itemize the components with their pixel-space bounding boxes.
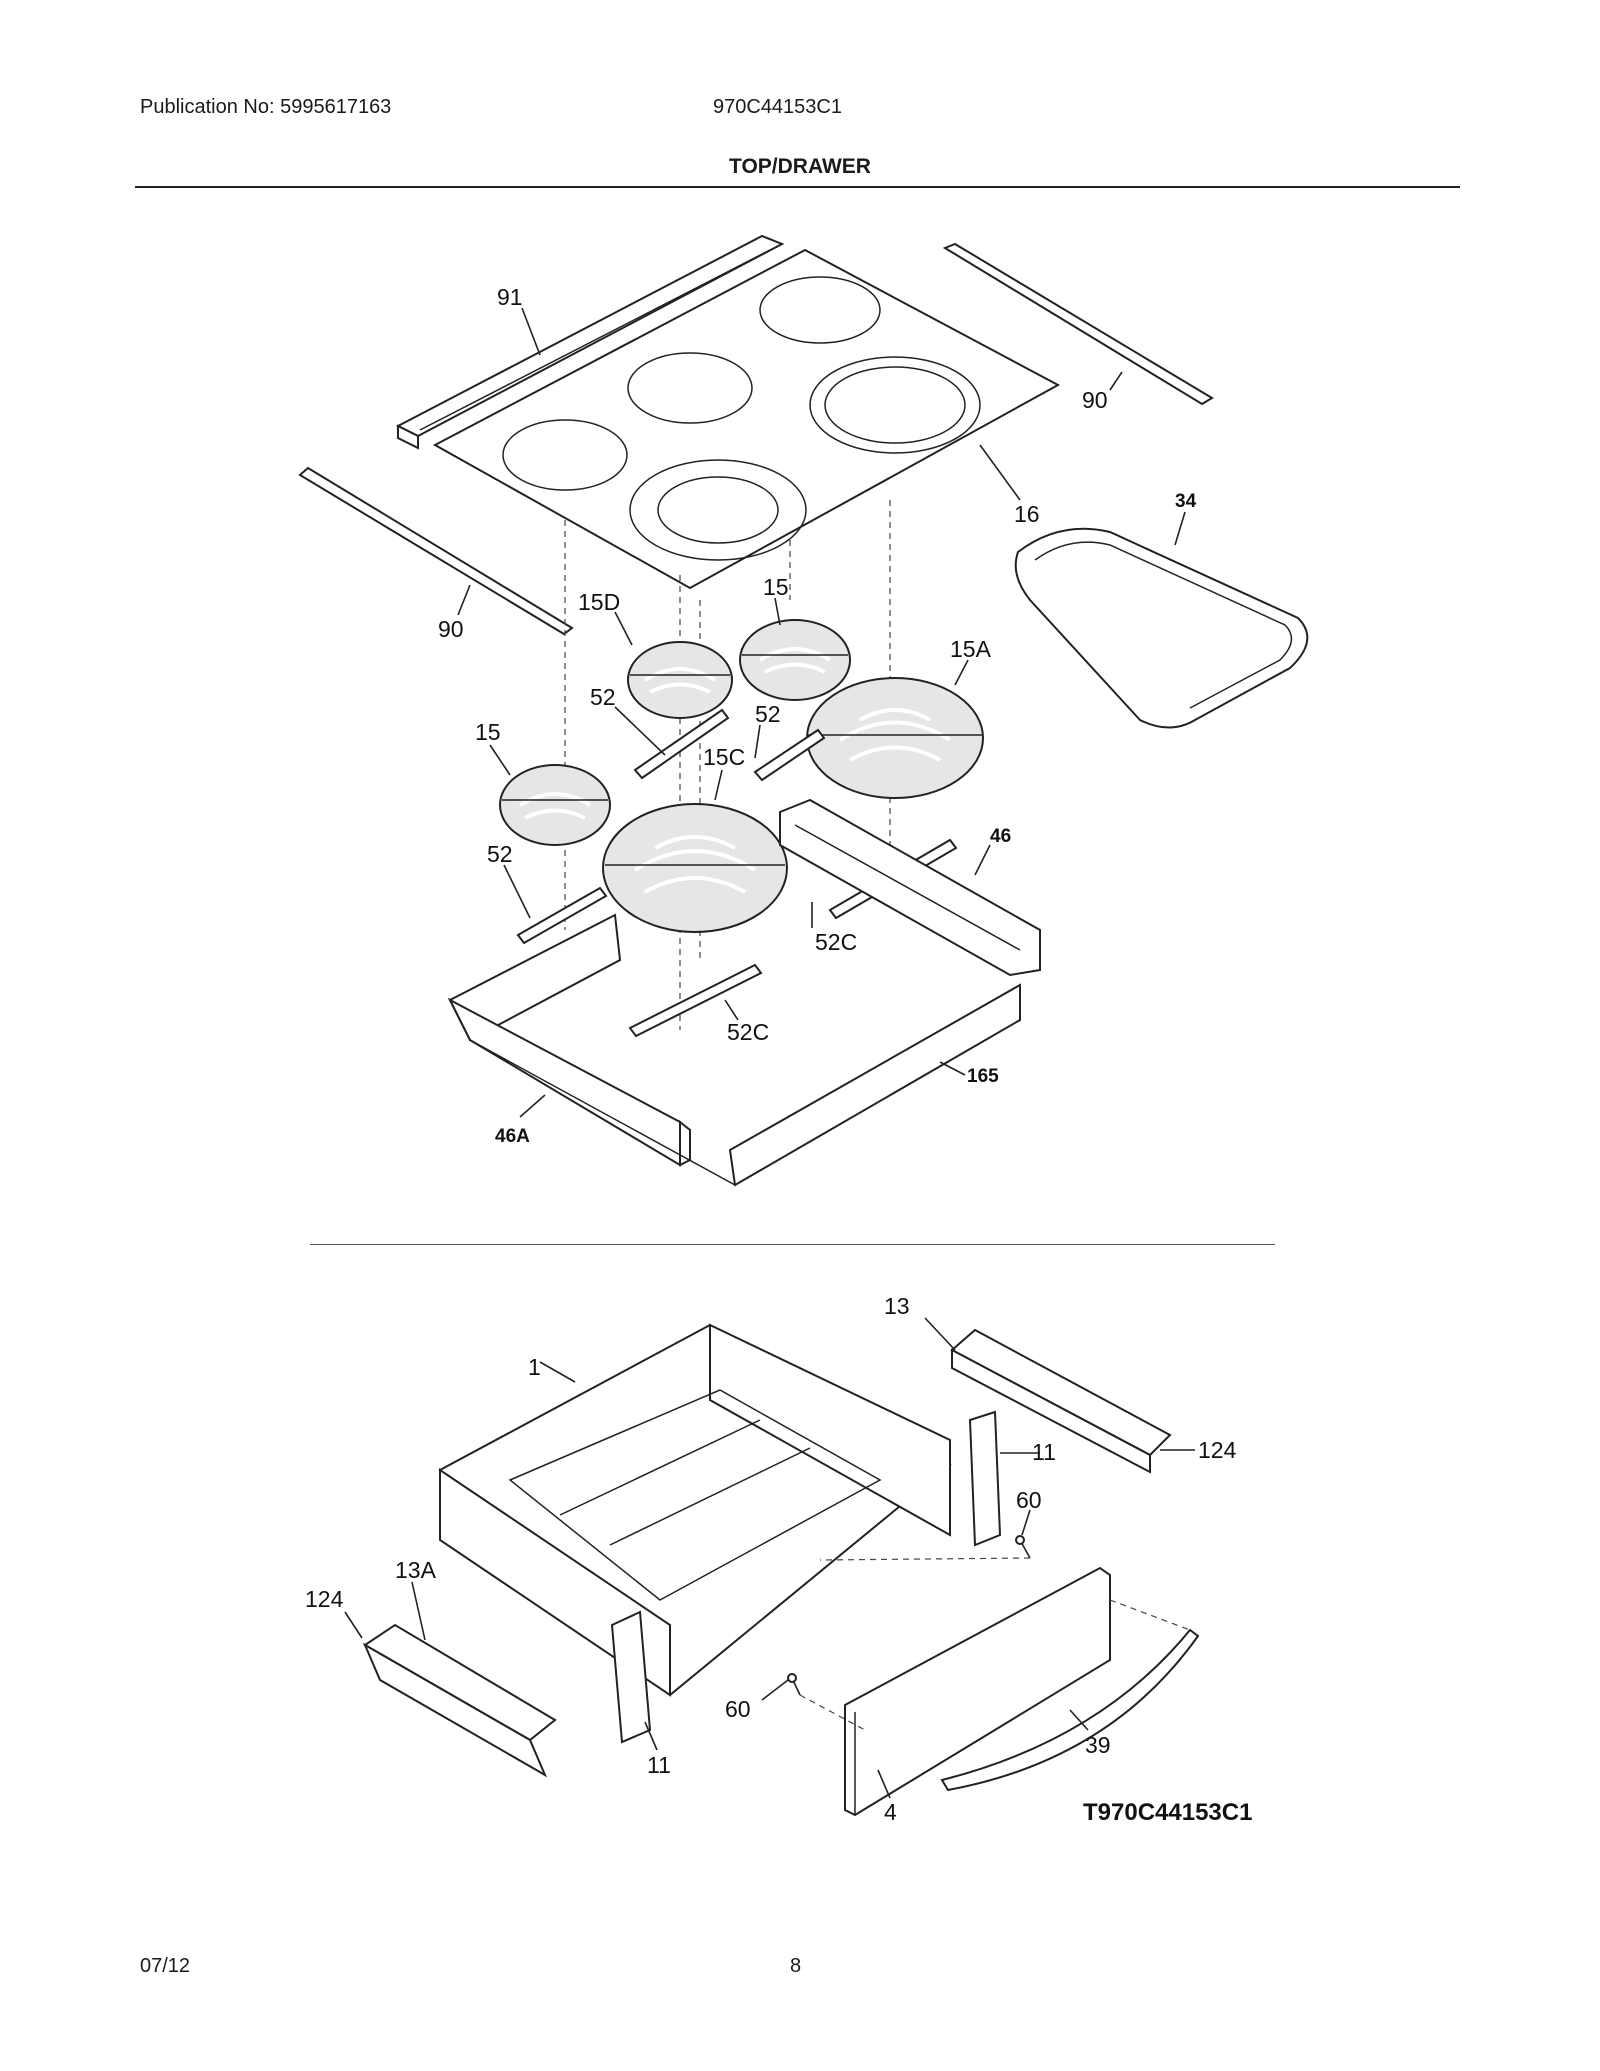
part-90-side-trim-right	[942, 242, 1214, 406]
assembly-guides	[799, 1557, 1191, 1731]
callout-15D: 15D	[578, 589, 620, 615]
part-34-griddle	[1014, 527, 1309, 729]
callout-39: 39	[1085, 1732, 1111, 1758]
part-165-46A-frame	[447, 913, 1021, 1187]
callout-52-a: 52	[590, 684, 616, 710]
part-16-glass-cooktop	[432, 248, 1061, 590]
callout-52C-b: 52C	[727, 1019, 769, 1045]
part-39-handle	[940, 1628, 1200, 1792]
diagram-id-code: T970C44153C1	[1083, 1799, 1252, 1826]
callout-60-right: 60	[1016, 1487, 1042, 1513]
callout-90-left: 90	[438, 616, 464, 642]
element-15-rear	[739, 619, 851, 701]
callout-15A: 15A	[950, 636, 992, 662]
callout-1: 1	[528, 1354, 541, 1380]
header-divider	[135, 186, 1460, 188]
callout-165: 165	[967, 1066, 999, 1087]
callout-60-left: 60	[725, 1696, 751, 1722]
callout-13A: 13A	[395, 1557, 437, 1583]
part-4-drawer-front	[844, 1566, 1111, 1817]
part-13-124-right-slide	[950, 1328, 1172, 1474]
callout-11-left: 11	[647, 1752, 671, 1778]
part-11-left-bracket	[610, 1610, 652, 1744]
screws-60	[787, 1535, 1031, 1696]
callout-52-c: 52	[487, 841, 513, 867]
element-15-front	[499, 764, 611, 846]
callout-124-left: 124	[305, 1586, 344, 1612]
callout-34: 34	[1175, 491, 1197, 512]
element-15A	[806, 677, 984, 799]
callout-15C: 15C	[703, 744, 745, 770]
callout-13: 13	[884, 1293, 910, 1319]
callout-52-b: 52	[755, 701, 781, 727]
callout-46A: 46A	[495, 1126, 530, 1147]
callout-90-right: 90	[1082, 387, 1108, 413]
callout-15-front: 15	[475, 719, 501, 745]
callout-52C-a: 52C	[815, 929, 857, 955]
page-title: TOP/DRAWER	[729, 155, 871, 178]
callout-4: 4	[884, 1799, 897, 1825]
part-1-drawer	[438, 1323, 952, 1697]
callout-124-right: 124	[1198, 1437, 1237, 1463]
callout-46: 46	[990, 826, 1011, 847]
footer-date: 07/12	[140, 1955, 191, 1977]
callout-leaders	[344, 307, 1195, 1799]
callout-15-rear: 15	[763, 574, 789, 600]
part-91-rear-trim	[395, 234, 785, 450]
part-46-frame-rail	[779, 798, 1041, 977]
callout-16: 16	[1014, 501, 1040, 527]
element-15D	[627, 641, 733, 719]
callout-11-right: 11	[1032, 1439, 1056, 1465]
footer-page-number: 8	[790, 1955, 802, 1977]
part-13A-124-left-slide	[362, 1623, 557, 1778]
part-90-side-trim-left	[298, 466, 574, 636]
model-number: 970C44153C1	[713, 96, 842, 118]
callout-91: 91	[497, 284, 523, 310]
part-11-right-bracket	[968, 1410, 1002, 1547]
publication-number: Publication No: 5995617163	[140, 96, 392, 118]
element-15C	[602, 803, 788, 933]
section-divider	[310, 1244, 1275, 1245]
